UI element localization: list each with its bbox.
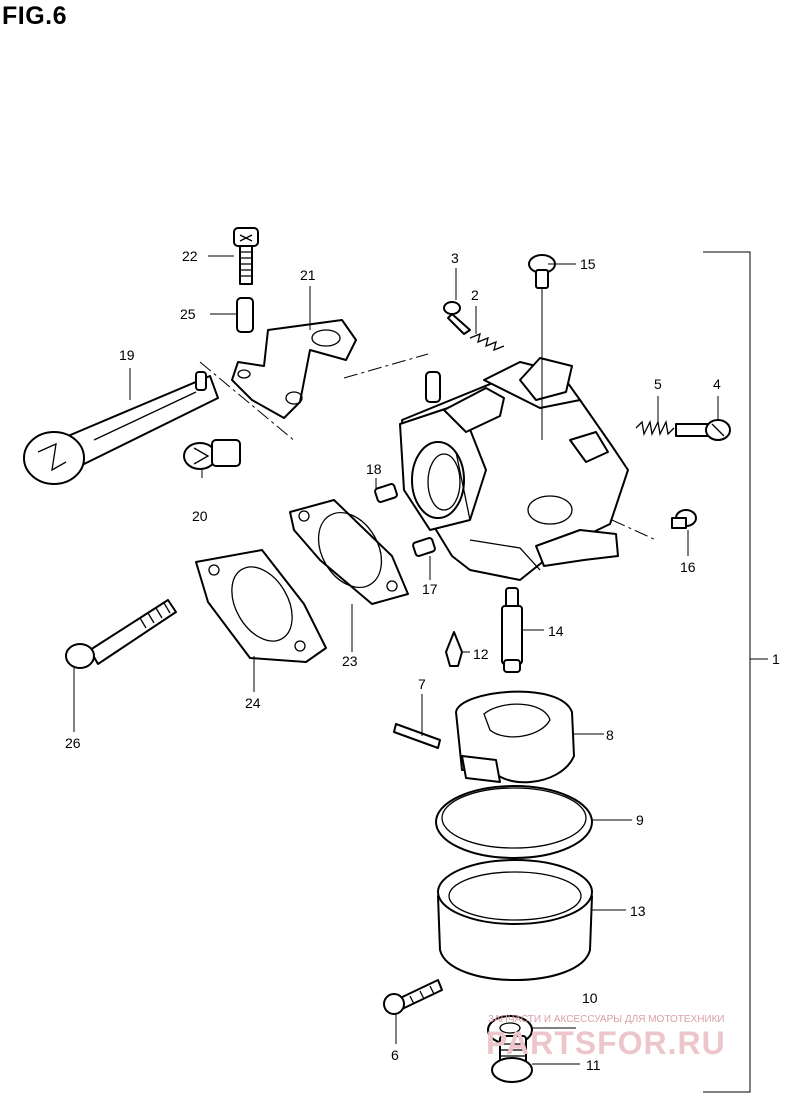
callout-25: 25 [180,306,196,322]
callout-6: 6 [391,1047,399,1063]
callout-9: 9 [636,812,644,828]
callout-15: 15 [580,256,596,272]
screw-part [671,509,697,529]
needle-part [445,631,463,667]
screw-part [383,979,443,1015]
callout-7: 7 [418,676,426,692]
leader-lines [73,255,719,1065]
gasket-part [289,499,409,605]
callout-18: 18 [366,461,382,477]
bracket-part [231,319,357,419]
figure-title: FIG.6 [2,2,68,30]
assembly-bracket [703,251,768,1093]
bolt-part [65,599,177,669]
callout-14: 14 [548,623,564,639]
drain-plug-part [491,1035,533,1083]
watermark-brand: PARTSFOR.RU [486,1025,726,1061]
callout-19: 19 [119,347,135,363]
bolt-part [233,227,259,285]
callout-1: 1 [772,651,780,667]
choke-knob-part [23,371,219,485]
callout-3: 3 [451,250,459,266]
callout-4: 4 [713,376,721,392]
callout-2: 2 [471,287,479,303]
callout-23: 23 [342,653,358,669]
callout-11: 11 [586,1057,601,1073]
callout-16: 16 [680,559,696,575]
o-ring-part [435,785,593,859]
callout-22: 22 [182,248,198,264]
float-bowl-part [437,859,593,981]
callout-13: 13 [630,903,646,919]
nozzle-part [501,587,523,673]
spring-part [469,332,505,352]
float-part [455,690,575,784]
callout-21: 21 [300,267,316,283]
alignment-line [199,353,657,541]
callout-26: 26 [65,735,81,751]
screw-part [443,301,471,335]
pin-part [393,723,441,749]
callout-17: 17 [422,581,438,597]
collar-part [236,297,254,333]
callout-10: 10 [582,990,598,1006]
callout-12: 12 [473,646,489,662]
callout-8: 8 [606,727,614,743]
callout-24: 24 [245,695,261,711]
jet-part [412,537,436,557]
screw-part [675,419,731,441]
jet-part [374,483,398,503]
plug-part [528,254,556,289]
spring-part [635,419,675,437]
callout-5: 5 [654,376,662,392]
callout-20: 20 [192,508,208,524]
watermark-tagline: ЗАПЧАСТИ И АКСЕССУАРЫ ДЛЯ МОТОТЕХНИКИ [488,1014,725,1025]
clip-part [183,439,241,470]
flange-part [195,549,327,663]
carburetor-body-part [399,357,629,581]
